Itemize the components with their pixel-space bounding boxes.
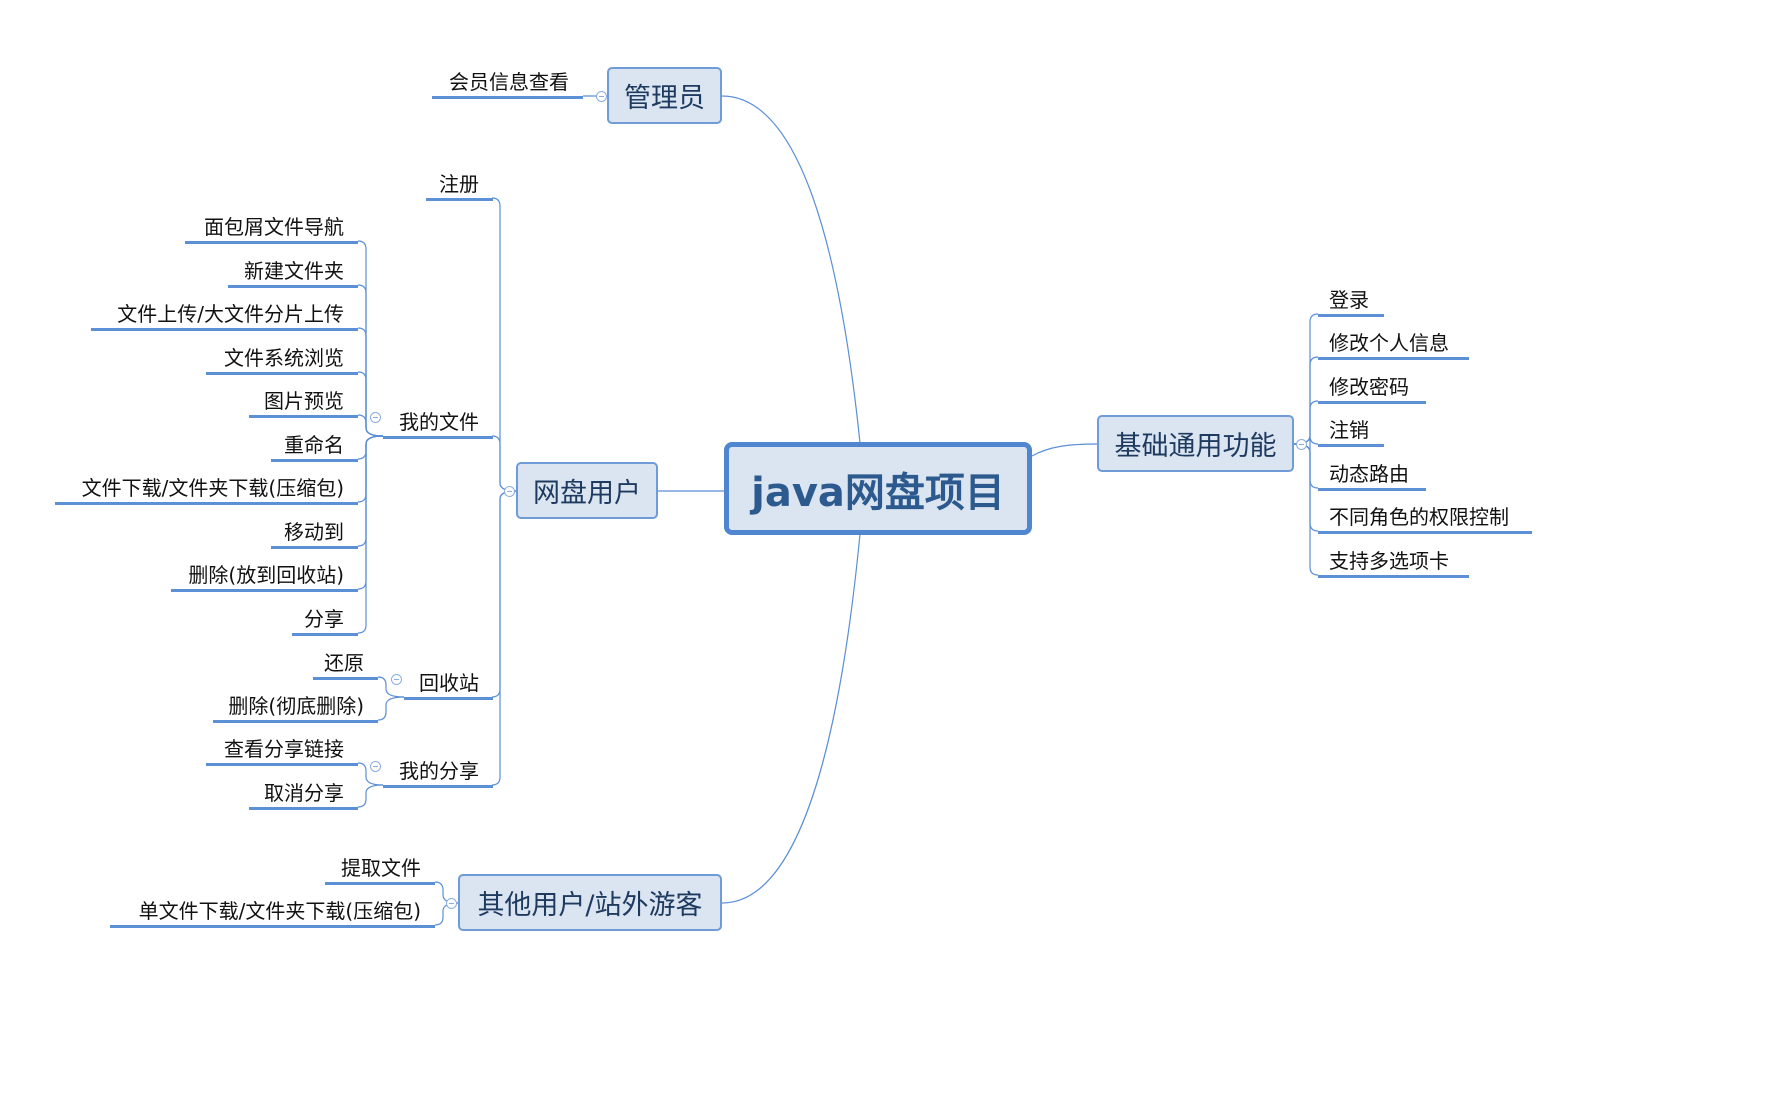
connector-line: [377, 676, 405, 698]
connector-line: [1293, 443, 1319, 576]
connector-line: [721, 533, 861, 904]
leaf-my-files[interactable]: 重命名: [271, 432, 358, 462]
leaf-basic[interactable]: 修改密码: [1318, 374, 1426, 404]
node-recycle[interactable]: 回收站: [404, 670, 493, 700]
leaf-my-files[interactable]: 分享: [292, 606, 358, 636]
leaf-basic[interactable]: 动态路由: [1318, 461, 1426, 491]
leaf-my-files[interactable]: 移动到: [271, 519, 358, 549]
connector-line: [491, 435, 517, 492]
leaf-my-files[interactable]: 文件下载/文件夹下载(压缩包): [55, 475, 358, 505]
connector-line: [491, 490, 517, 786]
connector-line: [1031, 443, 1098, 457]
leaf-basic[interactable]: 注销: [1318, 417, 1384, 447]
node-basic[interactable]: 基础通用功能: [1097, 415, 1294, 472]
connector-line: [357, 435, 384, 547]
connector-line: [357, 762, 384, 786]
leaf-my-files[interactable]: 新建文件夹: [228, 258, 358, 288]
connector-line: [357, 414, 384, 437]
collapse-icon[interactable]: [596, 91, 607, 102]
connector-line: [357, 435, 384, 460]
connector-line: [1293, 443, 1319, 489]
connector-line: [491, 490, 517, 698]
connector-line: [1293, 313, 1319, 445]
connector-line: [357, 435, 384, 503]
leaf-basic[interactable]: 不同角色的权限控制: [1318, 504, 1532, 534]
leaf-recycle[interactable]: 删除(彻底删除): [213, 693, 378, 723]
leaf-basic[interactable]: 登录: [1318, 287, 1384, 317]
connector-line: [357, 435, 384, 634]
leaf-my-share[interactable]: 查看分享链接: [206, 736, 358, 766]
collapse-icon[interactable]: [1296, 439, 1307, 450]
leaf-basic[interactable]: 支持多选项卡: [1318, 548, 1469, 578]
connector-line: [1293, 400, 1319, 445]
leaf-my-files[interactable]: 面包屑文件导航: [185, 214, 358, 244]
collapse-icon[interactable]: [391, 674, 402, 685]
node-disk-user[interactable]: 网盘用户: [516, 462, 658, 519]
leaf-my-files[interactable]: 图片预览: [249, 388, 358, 418]
leaf-guest[interactable]: 提取文件: [325, 855, 435, 885]
node-guest[interactable]: 其他用户/站外游客: [458, 874, 722, 931]
node-my-files[interactable]: 我的文件: [383, 409, 493, 439]
leaf-guest[interactable]: 单文件下载/文件夹下载(压缩包): [110, 898, 435, 928]
collapse-icon[interactable]: [370, 761, 381, 772]
connector-line: [357, 784, 384, 808]
node-register[interactable]: 注册: [426, 171, 493, 201]
collapse-icon[interactable]: [446, 898, 457, 909]
collapse-icon[interactable]: [504, 486, 515, 497]
leaf-my-files[interactable]: 删除(放到回收站): [171, 562, 358, 592]
connector-line: [357, 240, 384, 437]
root-node[interactable]: java网盘项目: [724, 442, 1032, 535]
leaf-member-info[interactable]: 会员信息查看: [432, 69, 583, 99]
connector-line: [357, 371, 384, 437]
leaf-my-share[interactable]: 取消分享: [249, 780, 358, 810]
leaf-recycle[interactable]: 还原: [313, 650, 378, 680]
connector-line: [721, 95, 861, 444]
connector-line: [491, 197, 517, 492]
leaf-my-files[interactable]: 文件系统浏览: [206, 345, 358, 375]
node-admin[interactable]: 管理员: [607, 67, 722, 124]
leaf-basic[interactable]: 修改个人信息: [1318, 330, 1469, 360]
node-my-share[interactable]: 我的分享: [383, 758, 493, 788]
connector-line: [377, 696, 405, 721]
collapse-icon[interactable]: [370, 412, 381, 423]
connector-line: [1293, 356, 1319, 445]
leaf-my-files[interactable]: 文件上传/大文件分片上传: [91, 301, 358, 331]
